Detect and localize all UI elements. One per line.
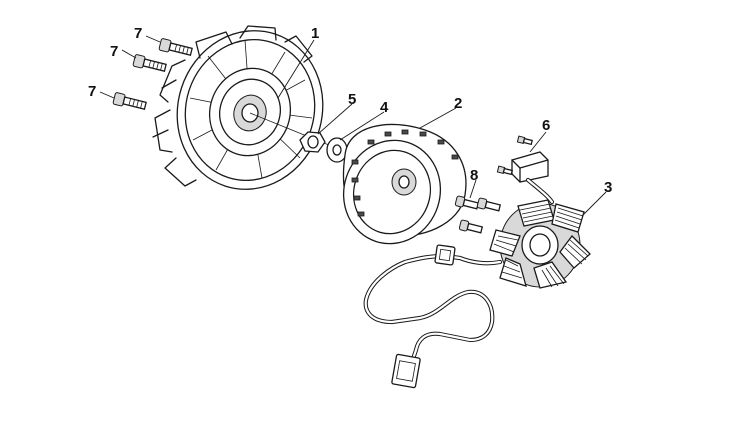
part-8-screw [454,195,502,234]
callout-part-5: 5 [348,91,356,108]
leader-lines [99,35,607,217]
part-1-fan-cover [152,25,324,190]
part-7-bolt [158,38,193,56]
part-7-bolt [132,54,167,72]
part-5-nut [299,131,326,153]
callout-part-7-bottom: 7 [88,83,96,100]
wiring-harness [363,177,555,389]
part-7-bolt [112,92,147,110]
callout-part-3: 3 [604,179,612,196]
part-4-washer [326,137,348,163]
part-6-pickup-sensor [496,135,549,183]
callout-part-4: 4 [380,99,389,116]
callout-labels: 1 2 3 4 5 6 7 7 7 8 [88,25,612,196]
callout-part-1: 1 [311,25,319,42]
callout-part-7-top: 7 [134,25,142,42]
callout-part-7-middle: 7 [110,43,118,60]
callout-part-8: 8 [470,167,478,184]
callout-part-2: 2 [454,95,462,112]
part-2-flywheel [342,123,467,245]
callout-part-6: 6 [542,117,550,134]
part-3-stator [489,199,591,289]
